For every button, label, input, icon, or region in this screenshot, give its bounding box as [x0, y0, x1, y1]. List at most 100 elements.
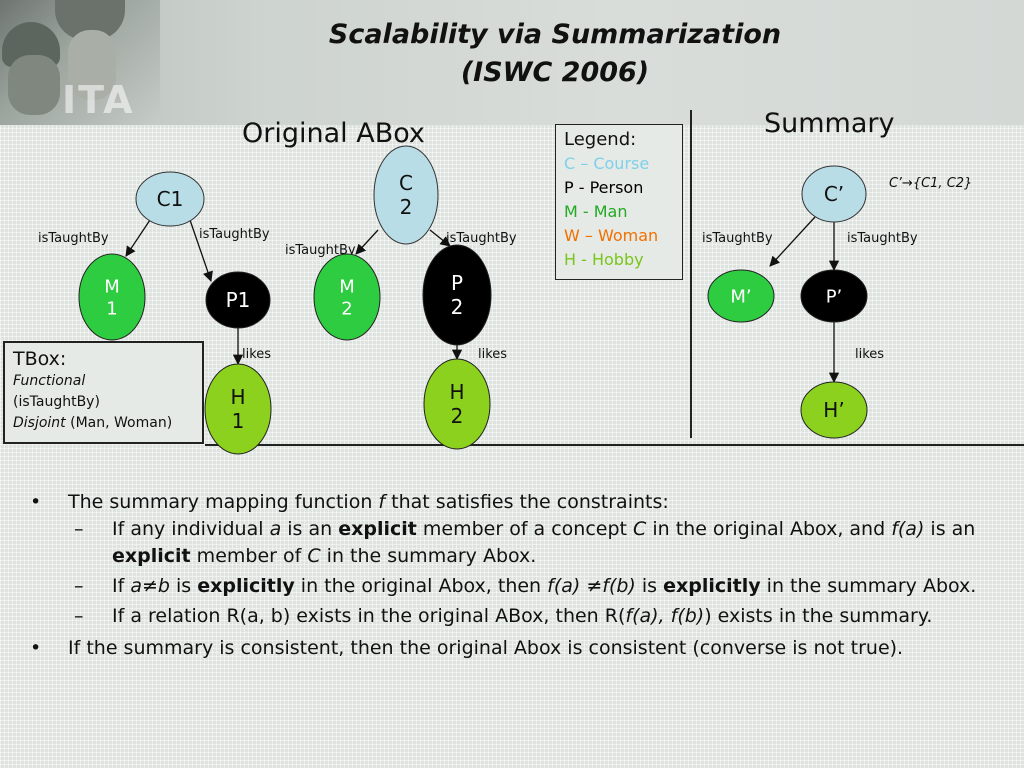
- node-label-Ps-0: P’: [826, 286, 843, 307]
- node-shape-Hs: [800, 381, 868, 439]
- bullet-text: If a relation R(a, b) exists in the orig…: [112, 605, 626, 627]
- node-shape-C2: [373, 145, 439, 245]
- node-label-M1-1: 1: [106, 298, 117, 319]
- bullet-text: If any individual: [112, 518, 270, 540]
- bullet-text: is: [635, 575, 664, 597]
- bullet-text: f(a), f(b): [625, 605, 705, 627]
- edge-C1-M1: [125, 219, 151, 257]
- node-label-C2-0: C: [399, 171, 413, 195]
- sub-bullet-item: –If any individual a is an explicit memb…: [30, 516, 1010, 570]
- node-M1: M1: [78, 253, 146, 341]
- node-H1: H1: [204, 363, 272, 455]
- bullet-marker: –: [74, 605, 84, 627]
- node-label-H2-1: 2: [451, 404, 464, 428]
- legend-item-person: P - Person: [564, 178, 644, 197]
- node-C1: C1: [135, 171, 205, 227]
- node-label-H1-1: 1: [232, 409, 245, 433]
- edge-C2-M2: [355, 229, 379, 255]
- bullet-text: in the original Abox, and: [646, 518, 892, 540]
- vertical-divider: [690, 110, 692, 438]
- node-Hs: H’: [800, 381, 868, 439]
- bullet-text: f(a) ≠f(b): [547, 575, 636, 597]
- bullet-text: is: [169, 575, 198, 597]
- horizontal-divider: [205, 444, 1024, 446]
- node-shape-H2: [423, 358, 491, 450]
- legend-heading: Legend:: [564, 129, 637, 150]
- node-label-Ms-0: M’: [730, 286, 751, 307]
- bullet-text: f(a): [891, 518, 925, 540]
- tbox-disjoint-arg: (Man, Woman): [65, 415, 173, 431]
- node-Ps: P’: [800, 269, 868, 323]
- edge-label-C2-M2: isTaughtBy: [285, 243, 356, 258]
- node-C2: C2: [373, 145, 439, 245]
- node-P1: P1: [205, 271, 271, 329]
- bullet-text: C: [633, 518, 647, 540]
- tbox-functional-arg: (isTaughtBy): [13, 394, 100, 410]
- legend-box: Legend: C – Course P - Person M - Man W …: [555, 124, 683, 280]
- bullet-text: that satisfies the constraints:: [385, 491, 669, 513]
- node-shape-Cs: [801, 165, 867, 223]
- node-label-Hs-0: H’: [823, 398, 844, 422]
- legend-item-man: M - Man: [564, 202, 628, 221]
- node-shape-P2: [422, 244, 492, 346]
- edge-label-P1-H1: likes: [242, 347, 271, 362]
- bullet-text: is an: [924, 518, 976, 540]
- bullet-text: explicit: [112, 545, 191, 567]
- tbox-heading: TBox:: [13, 348, 67, 370]
- header-photo: [0, 0, 160, 125]
- node-shape-P1: [205, 271, 271, 329]
- node-label-M2-1: 2: [341, 298, 352, 319]
- bullet-text: explicitly: [663, 575, 761, 597]
- node-label-H1-0: H: [230, 385, 245, 409]
- bullet-marker: –: [74, 575, 84, 597]
- node-label-P1-0: P1: [226, 288, 251, 312]
- node-label-M1-0: M: [104, 277, 120, 298]
- node-Cs: C’: [801, 165, 867, 223]
- legend-item-course: C – Course: [564, 154, 650, 173]
- node-label-H2-0: H: [449, 380, 464, 404]
- edge-label-C2-P2: isTaughtBy: [446, 231, 517, 246]
- bullet-text: explicitly: [197, 575, 295, 597]
- bullet-text: If: [112, 575, 131, 597]
- edge-label-Ps-Hs: likes: [855, 347, 884, 362]
- tbox-disjoint-line: Disjoint (Man, Woman): [13, 413, 194, 434]
- legend-item-woman: W – Woman: [564, 226, 659, 245]
- edge-C2-P2: [429, 229, 451, 247]
- node-label-C1-0: C1: [157, 187, 184, 211]
- node-Ms: M’: [707, 269, 775, 323]
- node-shape-C1: [135, 171, 205, 227]
- bullet-text: explicit: [338, 518, 417, 540]
- tbox-disjoint: Disjoint: [13, 415, 66, 431]
- edge-Cs-Ms: [769, 216, 816, 267]
- tbox-box: TBox: Functional (isTaughtBy) Disjoint (…: [3, 341, 204, 444]
- bullet-text: a≠b: [130, 575, 170, 597]
- bullet-text: C: [307, 545, 321, 567]
- bullet-item: •The summary mapping function f that sat…: [30, 488, 1010, 516]
- header-band: [0, 0, 1024, 125]
- node-shape-Ms: [707, 269, 775, 323]
- edge-label-C1-P1: isTaughtBy: [199, 227, 270, 242]
- ita-logo: ITA: [62, 78, 135, 122]
- summary-mapping-label: C’→{C1, C2}: [889, 176, 972, 191]
- node-H2: H2: [423, 358, 491, 450]
- node-label-Cs-0: C’: [824, 182, 844, 206]
- title-line-2: (ISWC 2006): [460, 57, 650, 88]
- node-shape-M2: [313, 253, 381, 341]
- title-line-1: Scalability via Summarization: [328, 19, 782, 50]
- sub-bullet-item: –If a≠b is explicitly in the original Ab…: [30, 573, 1010, 600]
- bullet-text: ) exists in the summary.: [704, 605, 933, 627]
- bullet-text: If the summary is consistent, then the o…: [68, 637, 904, 659]
- edge-label-Cs-Ms: isTaughtBy: [702, 231, 773, 246]
- slide-title: Scalability via Summarization (ISWC 2006…: [160, 16, 950, 92]
- node-label-P2-0: P: [451, 271, 463, 295]
- bullet-text: in the summary Abox.: [760, 575, 977, 597]
- bullet-text: member of: [190, 545, 308, 567]
- tbox-functional: Functional: [13, 373, 86, 389]
- edge-label-P2-H2: likes: [478, 347, 507, 362]
- bullet-marker: •: [30, 637, 42, 659]
- bullet-text: f: [378, 491, 386, 513]
- node-shape-H1: [204, 363, 272, 455]
- edge-C1-P1: [189, 219, 213, 282]
- bullet-marker: •: [30, 491, 42, 513]
